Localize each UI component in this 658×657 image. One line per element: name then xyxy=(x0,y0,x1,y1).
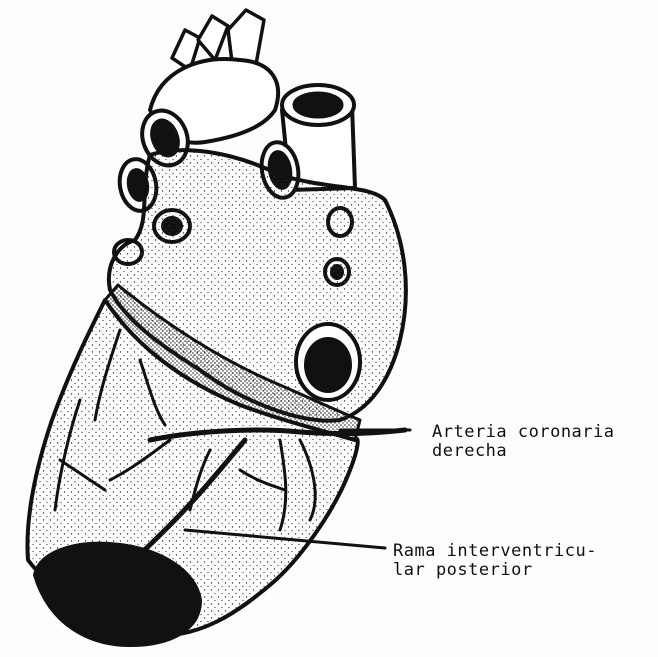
label-interventricular-branch: Rama interventricu- lar posterior xyxy=(393,542,597,580)
label-coronary-line2: derecha xyxy=(432,442,615,461)
label-coronary-artery: Arteria coronaria derecha xyxy=(432,423,615,461)
label-interventricular-line2: lar posterior xyxy=(393,561,597,580)
label-coronary-line1: Arteria coronaria xyxy=(432,423,615,442)
label-interventricular-line1: Rama interventricu- xyxy=(393,542,597,561)
